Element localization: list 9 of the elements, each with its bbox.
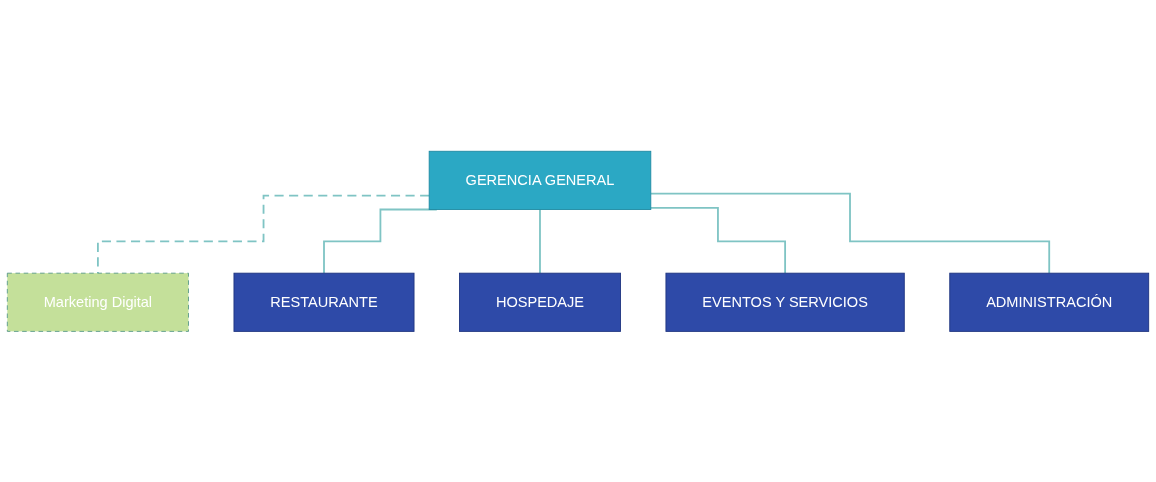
node-box: ADMINISTRACIÓN [949,272,1150,332]
node-box: GERENCIA GENERAL [428,150,652,210]
connector [539,208,541,274]
node-box: EVENTOS Y SERVICIOS [665,272,905,332]
node-box: RESTAURANTE [233,272,415,332]
connector [649,206,786,274]
node-box: HOSPEDAJE [459,272,621,332]
node-box: Marketing Digital [6,272,189,332]
connector [649,192,1051,274]
